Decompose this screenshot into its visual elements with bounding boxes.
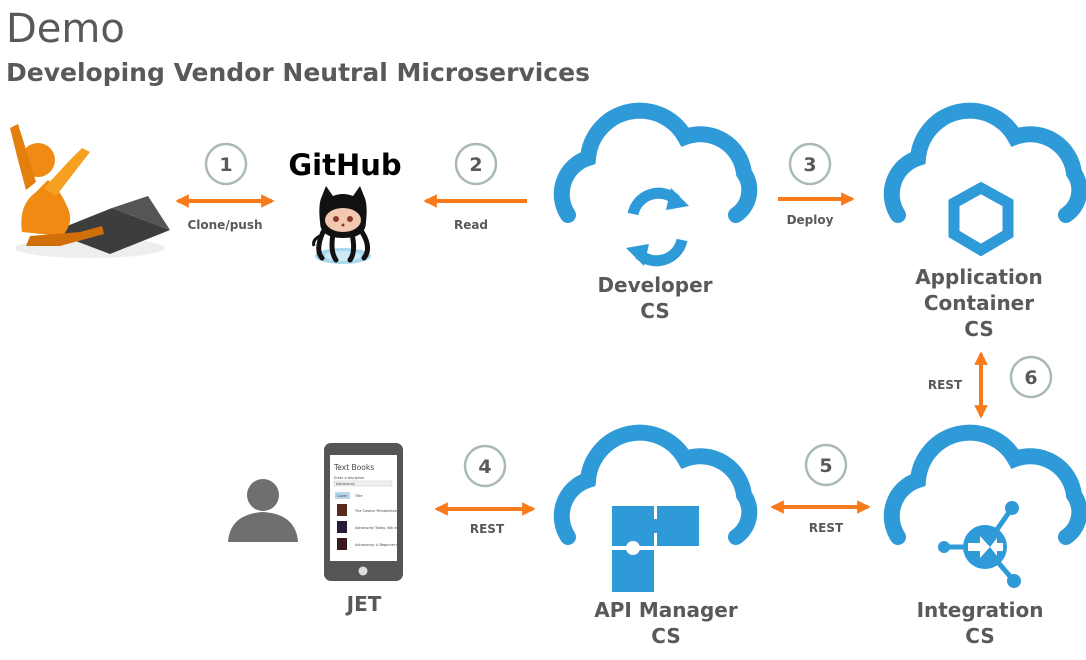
integration-hub-icon — [938, 501, 1021, 588]
tablet-search-value: Astronomy — [336, 482, 355, 486]
sync-icon — [626, 187, 689, 267]
api-manager-label-1: API Manager — [594, 598, 738, 622]
puzzle-icon — [612, 506, 699, 592]
step-number-3: 3 — [803, 154, 816, 176]
app-container-label-1: Application — [915, 265, 1043, 289]
developer-person-icon — [10, 124, 170, 258]
jet-tablet: Text Books Enter a discipline Astronomy … — [324, 443, 403, 581]
octocat-icon — [312, 186, 371, 264]
step-badge-5 — [804, 443, 848, 487]
edge-read: 2 Read — [423, 142, 527, 232]
api-manager-cs-node: API Manager CS — [562, 433, 750, 648]
edge-rest-container-integration: 6 REST — [928, 351, 1053, 419]
step-badge-4 — [463, 444, 507, 488]
step-number-5: 5 — [819, 455, 832, 477]
app-container-cs-node: Application Container CS — [892, 111, 1080, 341]
step-badge-1 — [204, 142, 248, 186]
edge-deploy: 3 Deploy — [778, 142, 855, 227]
tablet-book-3: Astronomy: A Beginner's — [355, 543, 398, 547]
step-number-1: 1 — [219, 154, 232, 176]
edge-label-deploy: Deploy — [787, 213, 834, 227]
step-number-6: 6 — [1024, 367, 1037, 389]
edge-rest-api-integration: 5 REST — [770, 443, 871, 535]
slide-subtitle: Developing Vendor Neutral Microservices — [6, 58, 590, 87]
edge-label-rest-6: REST — [928, 378, 963, 392]
user-silhouette-icon — [228, 479, 298, 542]
step-badge-2 — [454, 142, 498, 186]
jet-label: JET — [345, 592, 382, 616]
edge-label-rest-5: REST — [809, 521, 844, 535]
step-number-2: 2 — [469, 154, 482, 176]
integration-label-1: Integration — [917, 598, 1044, 622]
step-badge-6 — [1009, 355, 1053, 399]
slide-title: Demo — [6, 6, 125, 52]
step-badge-3 — [788, 142, 832, 186]
app-container-label-3: CS — [964, 317, 993, 341]
tablet-book-1: The Cosmic Perspective, 2 — [354, 509, 401, 513]
developer-cs-node: Developer CS — [562, 111, 750, 323]
tablet-hint: Enter a discipline — [334, 476, 364, 480]
developer-cs-label-1: Developer — [597, 273, 712, 297]
app-container-label-2: Container — [924, 291, 1034, 315]
developer-cs-label-2: CS — [640, 299, 669, 323]
tablet-col-cover: Cover — [337, 494, 348, 498]
edge-label-clone-push: Clone/push — [187, 218, 262, 232]
edge-label-read: Read — [454, 218, 488, 232]
github-wordmark: GitHub — [288, 148, 401, 182]
edge-clone-push: 1 Clone/push — [175, 142, 275, 232]
github-node: GitHub — [288, 148, 402, 264]
edge-label-rest-4: REST — [470, 522, 505, 536]
api-manager-label-2: CS — [651, 624, 680, 648]
integration-label-2: CS — [965, 624, 994, 648]
tablet-col-title: Title — [354, 494, 363, 498]
step-number-4: 4 — [478, 456, 491, 478]
tablet-title: Text Books — [333, 463, 374, 472]
tablet-book-2: Astronomy Today, 8th ed — [355, 526, 399, 530]
hexagon-icon — [948, 181, 1014, 257]
edge-rest-jet-api: 4 REST — [434, 444, 536, 536]
integration-cs-node: Integration CS — [892, 433, 1080, 648]
